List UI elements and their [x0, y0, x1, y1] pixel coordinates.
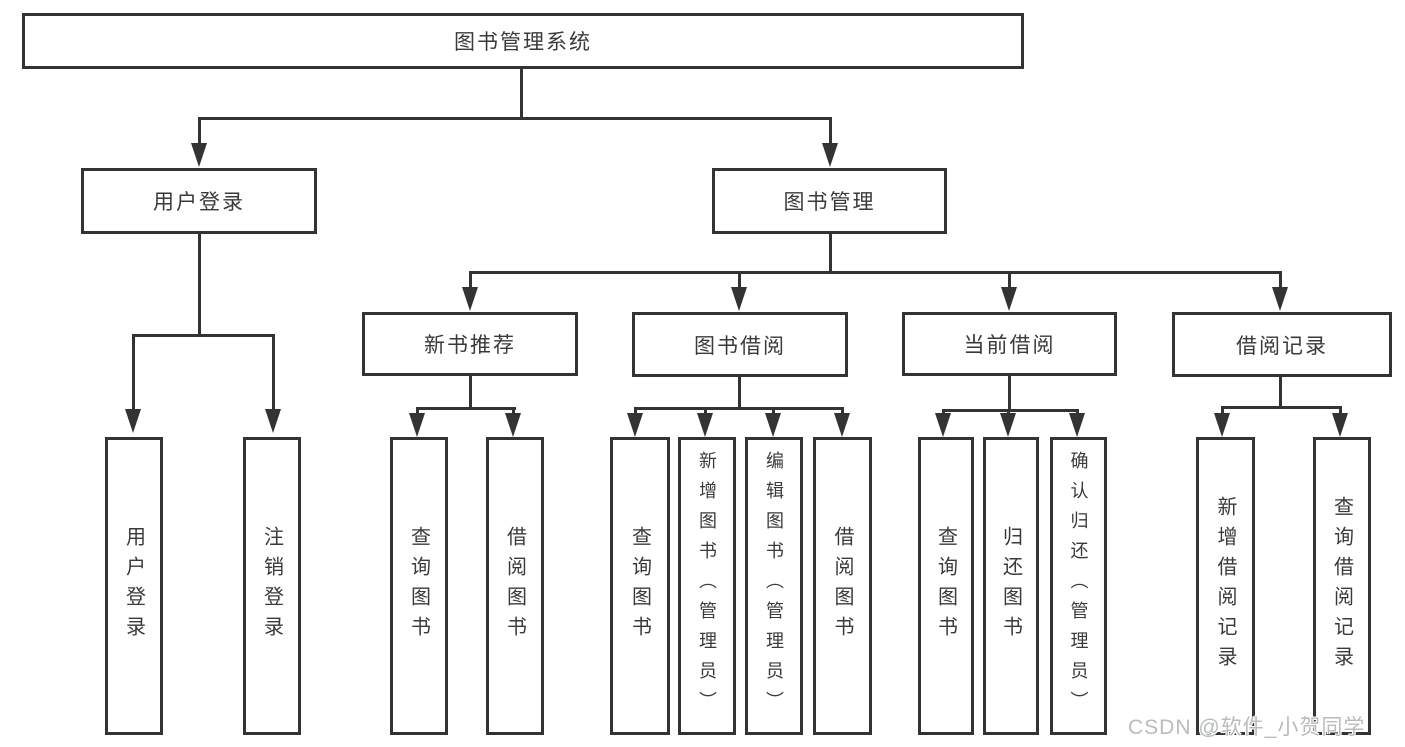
leaf-query-books-current: 查询图书	[918, 437, 974, 735]
connector-line	[469, 271, 1282, 274]
leaf-add-books-admin: 新增图书（管理员）	[678, 437, 736, 735]
leaf-borrow-books-recommend: 借阅图书	[486, 437, 544, 735]
node-current-borrowing: 当前借阅	[902, 312, 1117, 376]
connector-line	[1008, 376, 1011, 411]
arrow-down-icon	[265, 409, 281, 433]
connector-line	[520, 69, 523, 119]
arrow-down-icon	[765, 413, 781, 437]
connector-line	[416, 409, 419, 415]
arrow-down-icon	[409, 413, 425, 437]
leaf-confirm-return-admin: 确认归还（管理员）	[1050, 437, 1107, 735]
connector-line	[1339, 408, 1342, 415]
connector-line	[416, 407, 516, 410]
connector-line	[272, 336, 275, 411]
connector-line	[198, 119, 201, 145]
arrow-down-icon	[697, 413, 713, 437]
connector-line	[829, 234, 832, 273]
node-book-management: 图书管理	[712, 168, 947, 234]
arrow-down-icon	[505, 413, 521, 437]
leaf-borrow-books: 借阅图书	[813, 437, 872, 735]
watermark: CSDN @软件_小贺同学	[1128, 716, 1366, 739]
leaf-logout: 注销登录	[243, 437, 301, 735]
leaf-query-books-borrowing: 查询图书	[610, 437, 670, 735]
node-root: 图书管理系统	[22, 13, 1024, 69]
leaf-query-books-recommend: 查询图书	[390, 437, 448, 735]
leaf-return-books: 归还图书	[983, 437, 1039, 735]
node-book-borrowing: 图书借阅	[632, 312, 848, 377]
connector-line	[738, 274, 741, 289]
connector-line	[1008, 274, 1011, 289]
arrow-down-icon	[731, 287, 747, 311]
connector-line	[512, 409, 515, 415]
arrow-down-icon	[834, 413, 850, 437]
connector-line	[469, 274, 472, 289]
arrow-down-icon	[822, 143, 838, 167]
connector-line	[1221, 406, 1342, 409]
connector-line	[1279, 377, 1282, 408]
connector-line	[841, 409, 844, 415]
connector-line	[829, 119, 832, 145]
connector-line	[634, 407, 844, 410]
connector-line	[198, 117, 832, 120]
arrow-down-icon	[1069, 413, 1085, 437]
connector-line	[198, 233, 201, 336]
arrow-down-icon	[125, 409, 141, 433]
arrow-down-icon	[1332, 413, 1348, 437]
leaf-user-login: 用户登录	[105, 437, 163, 735]
connector-line	[772, 409, 775, 415]
arrow-down-icon	[1000, 413, 1016, 437]
leaf-edit-books-admin: 编辑图书（管理员）	[745, 437, 803, 735]
arrow-down-icon	[627, 413, 643, 437]
arrow-down-icon	[1001, 287, 1017, 311]
arrow-down-icon	[462, 287, 478, 311]
node-borrowing-records: 借阅记录	[1172, 312, 1392, 377]
node-user-login-branch: 用户登录	[81, 168, 317, 234]
arrow-down-icon	[1214, 413, 1230, 437]
connector-line	[1279, 274, 1282, 289]
connector-line	[1221, 408, 1224, 415]
arrow-down-icon	[935, 413, 951, 437]
connector-line	[469, 376, 472, 409]
connector-line	[132, 334, 275, 337]
leaf-query-borrow-record: 查询借阅记录	[1313, 437, 1371, 735]
arrow-down-icon	[1272, 287, 1288, 311]
connector-line	[634, 409, 637, 415]
connector-line	[738, 377, 741, 409]
node-new-book-recommend: 新书推荐	[362, 312, 578, 376]
arrow-down-icon	[191, 143, 207, 167]
connector-line	[132, 336, 135, 411]
connector-line	[704, 409, 707, 415]
connector-line	[942, 409, 1079, 412]
leaf-add-borrow-record: 新增借阅记录	[1196, 437, 1255, 735]
